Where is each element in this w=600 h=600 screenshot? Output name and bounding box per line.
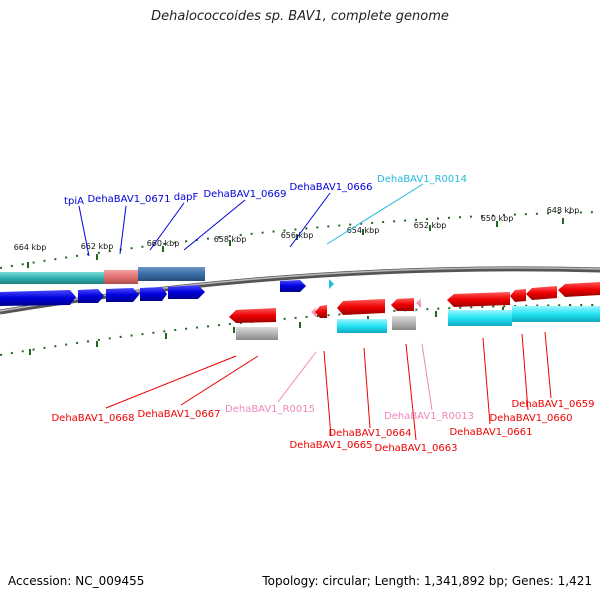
gene-arrow-red-end[interactable]: [558, 282, 600, 297]
ruler-label-648: 648 kbp: [547, 206, 580, 215]
gene-label-DehaBAV1-R0014[interactable]: DehaBAV1_R0014: [377, 174, 467, 185]
rna-arrow-DehaBAV1-R0014[interactable]: [329, 279, 334, 289]
gene-label-DehaBAV1-0659[interactable]: DehaBAV1_0659: [511, 399, 594, 410]
gene-arrow-DehaBAV1-0659[interactable]: [526, 286, 557, 300]
gene-arrow-DehaBAV1-0669[interactable]: [168, 285, 205, 299]
page-title: Dehalococcoides sp. BAV1, complete genom…: [151, 9, 449, 24]
gene-label-DehaBAV1-0669[interactable]: DehaBAV1_0669: [203, 189, 286, 200]
rna-feature-teal-2[interactable]: [77, 272, 104, 284]
ruler-label-652: 652 kbp: [414, 221, 447, 230]
top-ruler-major-ticks: [27, 218, 564, 268]
ruler-label-654: 654 kbp: [347, 226, 380, 235]
rna-feature-salmon[interactable]: [104, 270, 138, 284]
ruler-label-650: 650 kbp: [481, 214, 514, 223]
rna-arrow-DehaBAV1-R0015[interactable]: [311, 307, 316, 317]
gene-label-DehaBAV1-0666[interactable]: DehaBAV1_0666: [289, 182, 372, 193]
ruler-label-662: 662 kbp: [81, 242, 114, 251]
plus-strand-features: [0, 267, 334, 306]
gene-arrow-dapF[interactable]: [140, 287, 167, 301]
gene-label-DehaBAV1-0664[interactable]: DehaBAV1_0664: [328, 428, 411, 439]
gene-label-DehaBAV1-0665[interactable]: DehaBAV1_0665: [289, 440, 372, 451]
top-ruler: 664 kbp 662 kbp 660 kbp 658 kbp 656 kbp …: [0, 206, 600, 269]
feature-cyan-3[interactable]: [512, 306, 600, 322]
feature-cyan-1[interactable]: [337, 319, 387, 333]
bottom-gene-labels: DehaBAV1_0668 DehaBAV1_0667 DehaBAV1_R00…: [51, 331, 595, 454]
gene-label-DehaBAV1-0663[interactable]: DehaBAV1_0663: [374, 443, 457, 454]
gene-label-tpiA[interactable]: tpiA: [64, 196, 84, 207]
rna-feature-teal-1[interactable]: [0, 272, 77, 284]
feature-gray-1[interactable]: [236, 327, 278, 340]
ruler-label-658: 658 kbp: [214, 235, 247, 244]
ruler-label-660: 660 kbp: [147, 239, 180, 248]
gene-arrow-blue-1[interactable]: [0, 290, 76, 306]
ruler-label-664: 664 kbp: [14, 243, 47, 252]
gene-label-DehaBAV1-0660[interactable]: DehaBAV1_0660: [489, 413, 572, 424]
gene-arrow-DehaBAV1-0660[interactable]: [510, 289, 526, 302]
gene-label-DehaBAV1-R0013[interactable]: DehaBAV1_R0013: [384, 411, 474, 422]
minus-strand-features: [229, 282, 600, 340]
top-gene-labels: tpiA DehaBAV1_0671 dapF DehaBAV1_0669 De…: [64, 174, 467, 257]
gene-arrow-DehaBAV1-0666[interactable]: [280, 280, 306, 292]
gene-label-DehaBAV1-0671[interactable]: DehaBAV1_0671: [87, 194, 170, 205]
gene-label-DehaBAV1-0668[interactable]: DehaBAV1_0668: [51, 413, 134, 424]
gene-label-DehaBAV1-R0015[interactable]: DehaBAV1_R0015: [225, 404, 315, 415]
topology-text: Topology: circular; Length: 1,341,892 bp…: [262, 574, 592, 588]
accession-text: Accession: NC_009455: [8, 574, 145, 588]
gene-arrow-DehaBAV1-0668[interactable]: [229, 308, 276, 323]
gene-arrow-DehaBAV1-0671[interactable]: [106, 288, 139, 302]
ruler-label-656: 656 kbp: [281, 231, 314, 240]
gene-label-DehaBAV1-0661[interactable]: DehaBAV1_0661: [449, 427, 532, 438]
feature-gray-2[interactable]: [392, 316, 416, 330]
gene-arrow-DehaBAV1-0665[interactable]: [315, 305, 327, 318]
gene-label-DehaBAV1-0667[interactable]: DehaBAV1_0667: [137, 409, 220, 420]
gene-arrow-DehaBAV1-0661[interactable]: [447, 292, 510, 307]
gene-arrow-DehaBAV1-0663[interactable]: [391, 298, 414, 311]
rna-feature-steel[interactable]: [138, 267, 205, 281]
feature-cyan-2[interactable]: [448, 310, 512, 326]
gene-label-dapF[interactable]: dapF: [174, 192, 199, 203]
rna-arrow-DehaBAV1-R0013[interactable]: [416, 298, 421, 308]
gene-arrow-tpiA[interactable]: [78, 289, 104, 303]
gene-arrow-DehaBAV1-0664[interactable]: [337, 299, 385, 315]
